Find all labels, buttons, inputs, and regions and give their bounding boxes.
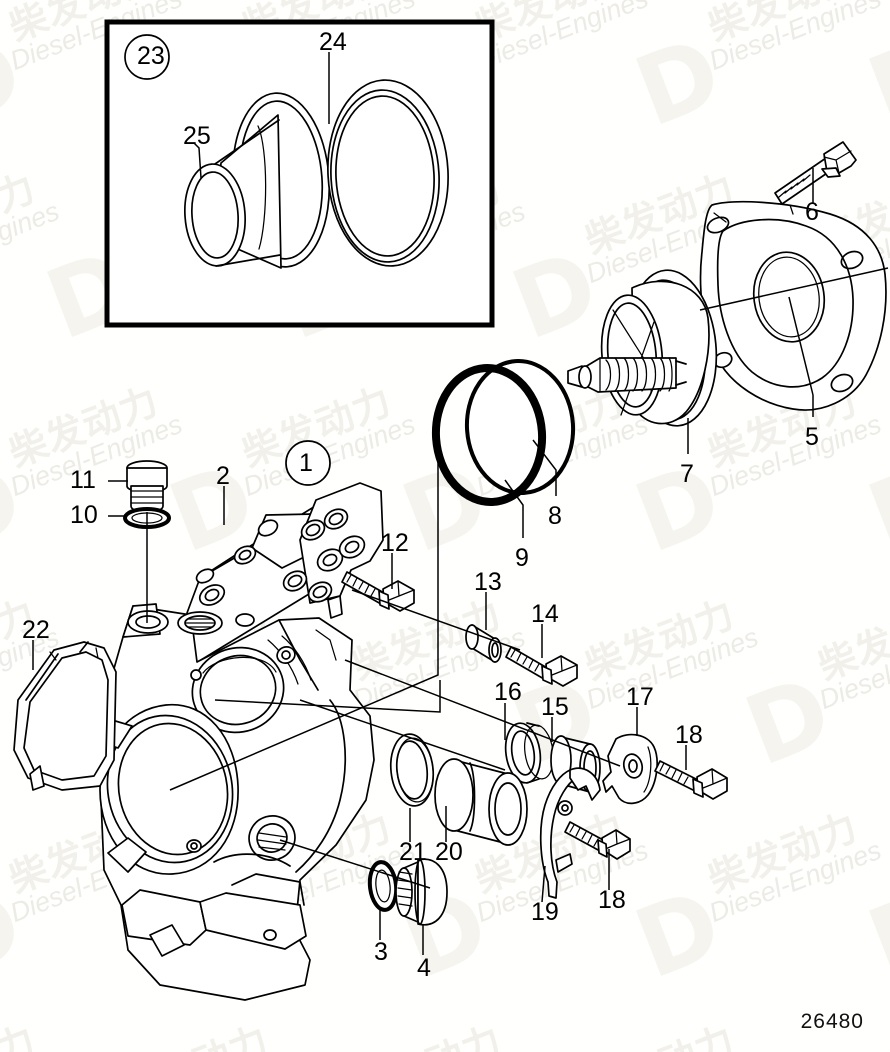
label-19: 19 (531, 898, 559, 926)
part-3-washer (367, 860, 399, 912)
label-3: 3 (374, 938, 388, 966)
label-2: 2 (216, 462, 230, 490)
inset-callout-23: 23 (137, 42, 165, 70)
part-11-plug (126, 460, 168, 513)
inset-part-24-ring (327, 79, 449, 267)
label-9: 9 (515, 544, 529, 572)
label-14: 14 (531, 600, 559, 628)
part-5-cover (699, 200, 887, 411)
leader-lines (32, 168, 889, 955)
part-18-bolt-lower (564, 821, 631, 860)
callout-1: 1 (299, 449, 313, 477)
label-21: 21 (399, 838, 427, 866)
label-24: 24 (319, 28, 347, 56)
part-17-bracket (602, 733, 658, 805)
label-22: 22 (22, 616, 50, 644)
part-19-clip (539, 767, 601, 899)
label-12: 12 (381, 529, 409, 557)
part-18-bolt-upper (654, 760, 728, 800)
inset-box-23 (104, 19, 495, 328)
part-22-gasket (13, 641, 117, 791)
part-14-bolt (505, 646, 578, 687)
part-4-plug (395, 858, 448, 926)
label-5: 5 (805, 423, 819, 451)
label-15: 15 (541, 693, 569, 721)
label-8: 8 (548, 502, 562, 530)
part-16-ring (504, 722, 554, 784)
label-20: 20 (435, 838, 463, 866)
part-20-bushing (434, 758, 528, 846)
label-16: 16 (494, 678, 522, 706)
label-18-upper: 18 (675, 721, 703, 749)
label-18-lower: 18 (598, 886, 626, 914)
part-21-seal (389, 733, 435, 807)
label-6: 6 (805, 198, 819, 226)
label-11: 11 (70, 466, 96, 494)
label-13: 13 (474, 568, 502, 596)
label-10: 10 (70, 501, 98, 529)
part-6-bolt (774, 141, 857, 205)
part-8-9-orings (431, 359, 576, 506)
part-7-thermostat (567, 269, 718, 427)
label-4: 4 (417, 954, 431, 982)
callout-1-circle (285, 440, 331, 486)
drawing-number: 26480 (800, 1010, 864, 1033)
label-7: 7 (680, 460, 694, 488)
label-25: 25 (183, 122, 211, 150)
inset-part-25-sleeve (184, 92, 331, 269)
label-17: 17 (626, 683, 654, 711)
